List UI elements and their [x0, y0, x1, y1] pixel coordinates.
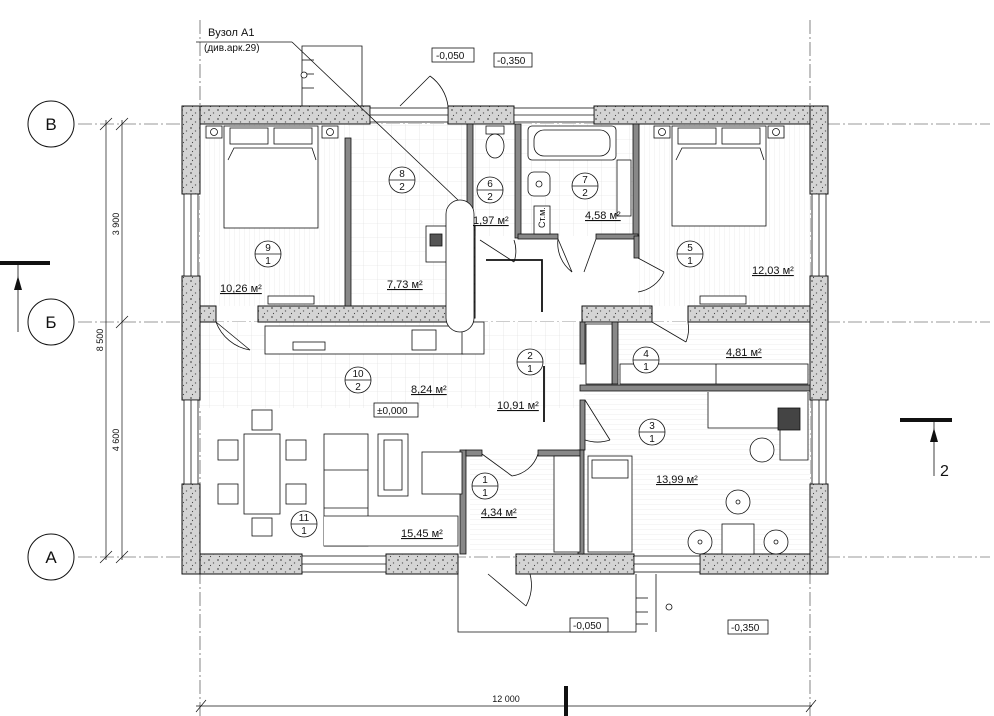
room-area-1: 4,34 м² — [481, 507, 517, 519]
room-area-3: 13,99 м² — [656, 474, 698, 486]
room-marker-4: 41 — [632, 346, 660, 374]
room-marker-7: 72 — [571, 172, 599, 200]
room-area-4: 4,81 м² — [726, 347, 762, 359]
bed-right — [653, 125, 785, 227]
room-floor-index: 2 — [355, 382, 361, 393]
section-number: 2 — [940, 463, 949, 480]
dim-upper: 3 900 — [111, 213, 121, 236]
porches — [300, 45, 673, 633]
room4-furniture — [585, 323, 809, 385]
axis-bubbles — [27, 100, 75, 581]
room-marker-1: 11 — [471, 472, 499, 500]
windows — [183, 107, 827, 573]
bed-left — [205, 125, 339, 229]
bedroom-desk — [699, 295, 747, 305]
room-marker-8: 82 — [388, 166, 416, 194]
level-floor: ±0,000 — [377, 406, 408, 417]
axis-label-a: А — [45, 548, 57, 567]
room-area-10: 8,24 м² — [411, 384, 447, 396]
room-marker-6: 62 — [476, 176, 504, 204]
room-area-7: 4,58 м² — [585, 210, 621, 222]
doors — [215, 75, 689, 607]
axis-label-v: В — [45, 115, 56, 134]
node-callout — [196, 41, 459, 201]
room-number: 9 — [265, 243, 271, 254]
node-title: Вузол А1 — [208, 27, 254, 39]
room-marker-3: 31 — [638, 418, 666, 446]
room-floor-index: 2 — [582, 188, 588, 199]
room-marker-9: 91 — [254, 240, 282, 268]
room-floor-index: 2 — [399, 182, 405, 193]
section-marks — [0, 261, 952, 716]
room-floor-index: 2 — [487, 192, 493, 203]
axis-label-b: Б — [45, 313, 56, 332]
room-area-5: 12,03 м² — [752, 265, 794, 277]
room-floor-index: 1 — [482, 488, 488, 499]
room-area-6: 1,97 м² — [473, 215, 509, 227]
level-bottom-right: -0,350 — [731, 623, 760, 634]
hall-lines — [486, 259, 545, 422]
kitchen — [264, 199, 485, 355]
room-marker-10: 102 — [344, 366, 372, 394]
room-area-9: 10,26 м² — [220, 283, 262, 295]
room-floor-index: 1 — [265, 256, 271, 267]
room-number: 5 — [687, 243, 693, 254]
partitions — [344, 123, 811, 555]
level-boxes — [373, 47, 769, 635]
room-marker-11: 111 — [290, 510, 318, 538]
bathroom-fixtures — [485, 125, 632, 235]
room-floor-index: 1 — [301, 526, 307, 537]
dim-lower: 4 600 — [111, 429, 121, 452]
room-number: 11 — [299, 513, 310, 524]
dining-set — [217, 409, 307, 537]
room-floor-index: 1 — [643, 362, 649, 373]
bedroom-rug — [267, 295, 315, 305]
dim-total: 8 500 — [95, 329, 105, 352]
room-floor-index: 1 — [687, 256, 693, 267]
closet-label: Ст.м. — [537, 207, 547, 228]
node-ref: (див.арк.29) — [204, 43, 260, 54]
room-number: 3 — [649, 421, 655, 432]
room-floor-index: 1 — [527, 364, 533, 375]
dimension-lines — [99, 117, 817, 713]
room-marker-5: 51 — [676, 240, 704, 268]
room-area-11: 15,45 м² — [401, 528, 443, 540]
level-bottom-left: -0,050 — [573, 621, 602, 632]
room-area-2: 10,91 м² — [497, 400, 539, 412]
room-number: 1 — [482, 475, 488, 486]
room-number: 4 — [643, 349, 649, 360]
dim-width: 12 000 — [492, 694, 520, 704]
room-floor-index: 1 — [649, 434, 655, 445]
room-number: 2 — [527, 351, 533, 362]
level-top-left: -0,050 — [436, 51, 465, 62]
room-number: 7 — [582, 175, 588, 186]
room-number: 8 — [399, 169, 405, 180]
room-number: 10 — [352, 369, 364, 380]
room3-furniture — [553, 392, 809, 555]
room-area-8: 7,73 м² — [387, 279, 423, 291]
room-marker-2: 21 — [516, 348, 544, 376]
room-number: 6 — [487, 179, 493, 190]
sofa — [323, 433, 463, 547]
level-top-right: -0,350 — [497, 56, 526, 67]
